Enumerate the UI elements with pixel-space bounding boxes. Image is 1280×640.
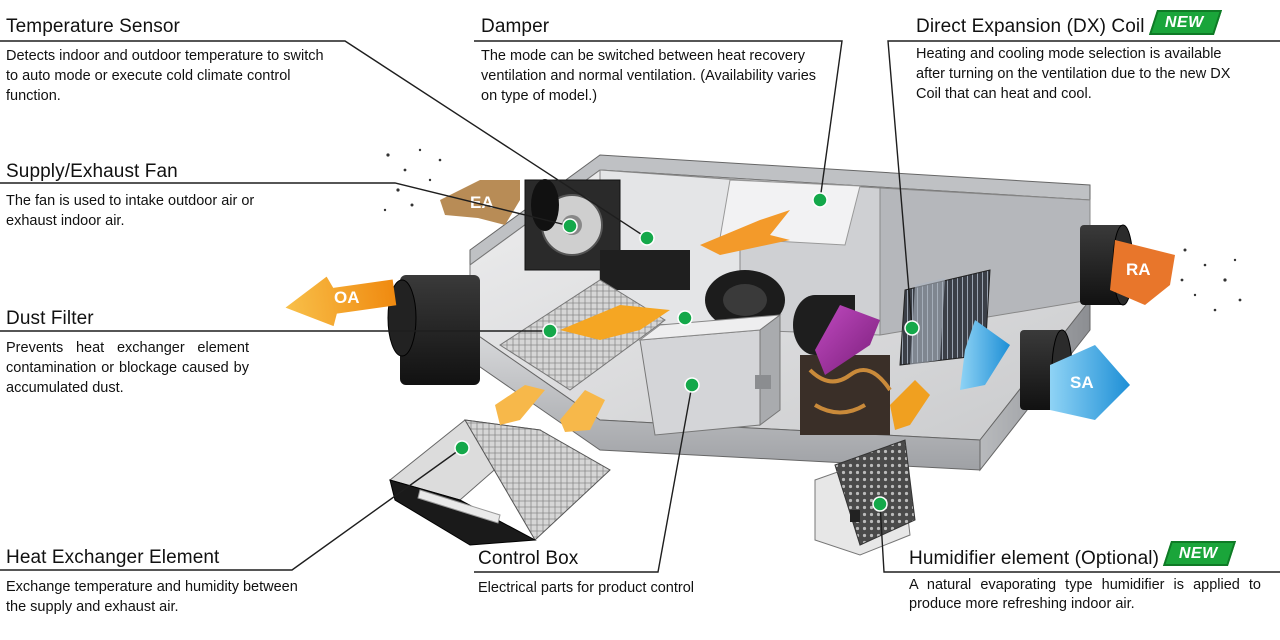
humidifier-desc: A natural evaporating type humidifier is… — [909, 577, 1261, 612]
heat-exchanger-block — [388, 419, 611, 546]
callout-dx-coil: Direct Expansion (DX) Coil NEW Heating a… — [916, 6, 1276, 104]
oa-arrow — [285, 276, 397, 327]
marker-dust-filter — [542, 323, 558, 339]
callout-heat-exchanger: Heat Exchanger Element Exchange temperat… — [6, 547, 326, 617]
leader-temperature-sensor — [0, 40, 648, 239]
callout-temperature-sensor: Temperature Sensor Detects indoor and ou… — [6, 16, 346, 106]
heat-exchanger-desc: Exchange temperature and humidity betwee… — [6, 579, 298, 615]
leader-supply-exhaust-fan — [0, 182, 571, 227]
temperature-sensor-desc: Detects indoor and outdoor temperature t… — [6, 48, 324, 104]
ra-label: RA — [1126, 260, 1151, 279]
sa-arrow — [1050, 345, 1130, 420]
oa-duct — [387, 275, 480, 385]
oa-label: OA — [334, 288, 360, 307]
leader-humidifier — [879, 503, 1280, 573]
control-box-unit — [638, 314, 782, 436]
component-markers — [454, 192, 920, 512]
damper-desc: The mode can be switched between heat re… — [481, 48, 817, 104]
callout-damper: Damper The mode can be switched between … — [481, 16, 841, 106]
leader-damper — [474, 40, 843, 201]
marker-control-box — [684, 377, 700, 393]
ea-arrow — [440, 180, 520, 225]
marker-heat-exchanger — [454, 440, 470, 456]
control-box-title: Control Box — [478, 548, 579, 569]
dust-filter-title: Dust Filter — [6, 308, 94, 329]
marker-supply-fan — [677, 310, 693, 326]
callout-dust-filter: Dust Filter Prevents heat exchanger elem… — [6, 308, 256, 398]
humidifier-title: Humidifier element (Optional) — [909, 548, 1159, 569]
ra-arrow — [1110, 240, 1175, 305]
temperature-sensor-title: Temperature Sensor — [6, 16, 180, 37]
internal-piping — [800, 355, 892, 435]
air-particles-right — [1180, 248, 1242, 312]
inner-flow-arrows — [495, 210, 1010, 432]
supply-exhaust-fan-title: Supply/Exhaust Fan — [6, 161, 178, 182]
marker-supply-exhaust-fan — [562, 218, 578, 234]
humidifier-new-badge: NEW — [1162, 540, 1236, 566]
ea-label: EA — [470, 193, 494, 212]
supply-fan — [600, 250, 785, 330]
callout-supply-exhaust-fan: Supply/Exhaust Fan The fan is used to in… — [6, 161, 266, 231]
leader-heat-exchanger — [0, 447, 463, 571]
leader-control-box — [474, 384, 693, 573]
callout-control-box: Control Box Electrical parts for product… — [478, 548, 788, 598]
air-particles-left — [383, 148, 447, 212]
marker-humidifier — [872, 496, 888, 512]
humidifier-block — [814, 439, 916, 556]
callout-humidifier: Humidifier element (Optional) NEW A natu… — [909, 536, 1275, 614]
marker-dx-coil — [904, 320, 920, 336]
supply-exhaust-fan-desc: The fan is used to intake outdoor air or… — [6, 193, 255, 229]
damper-title: Damper — [481, 16, 550, 37]
sa-label: SA — [1070, 373, 1094, 392]
heat-exchanger-title: Heat Exchanger Element — [6, 547, 220, 568]
leader-lines — [0, 40, 1280, 573]
dx-coil-desc: Heating and cooling mode selection is av… — [916, 46, 1231, 102]
marker-temperature-sensor — [639, 230, 655, 246]
dx-coil-unit — [899, 269, 991, 366]
dx-coil-title: Direct Expansion (DX) Coil — [916, 16, 1145, 37]
control-box-desc: Electrical parts for product control — [478, 580, 694, 596]
marker-damper — [812, 192, 828, 208]
dx-coil-new-badge: NEW — [1148, 9, 1222, 35]
dust-filter-desc: Prevents heat exchanger element contamin… — [6, 340, 249, 396]
leader-dx-coil — [887, 40, 1280, 329]
